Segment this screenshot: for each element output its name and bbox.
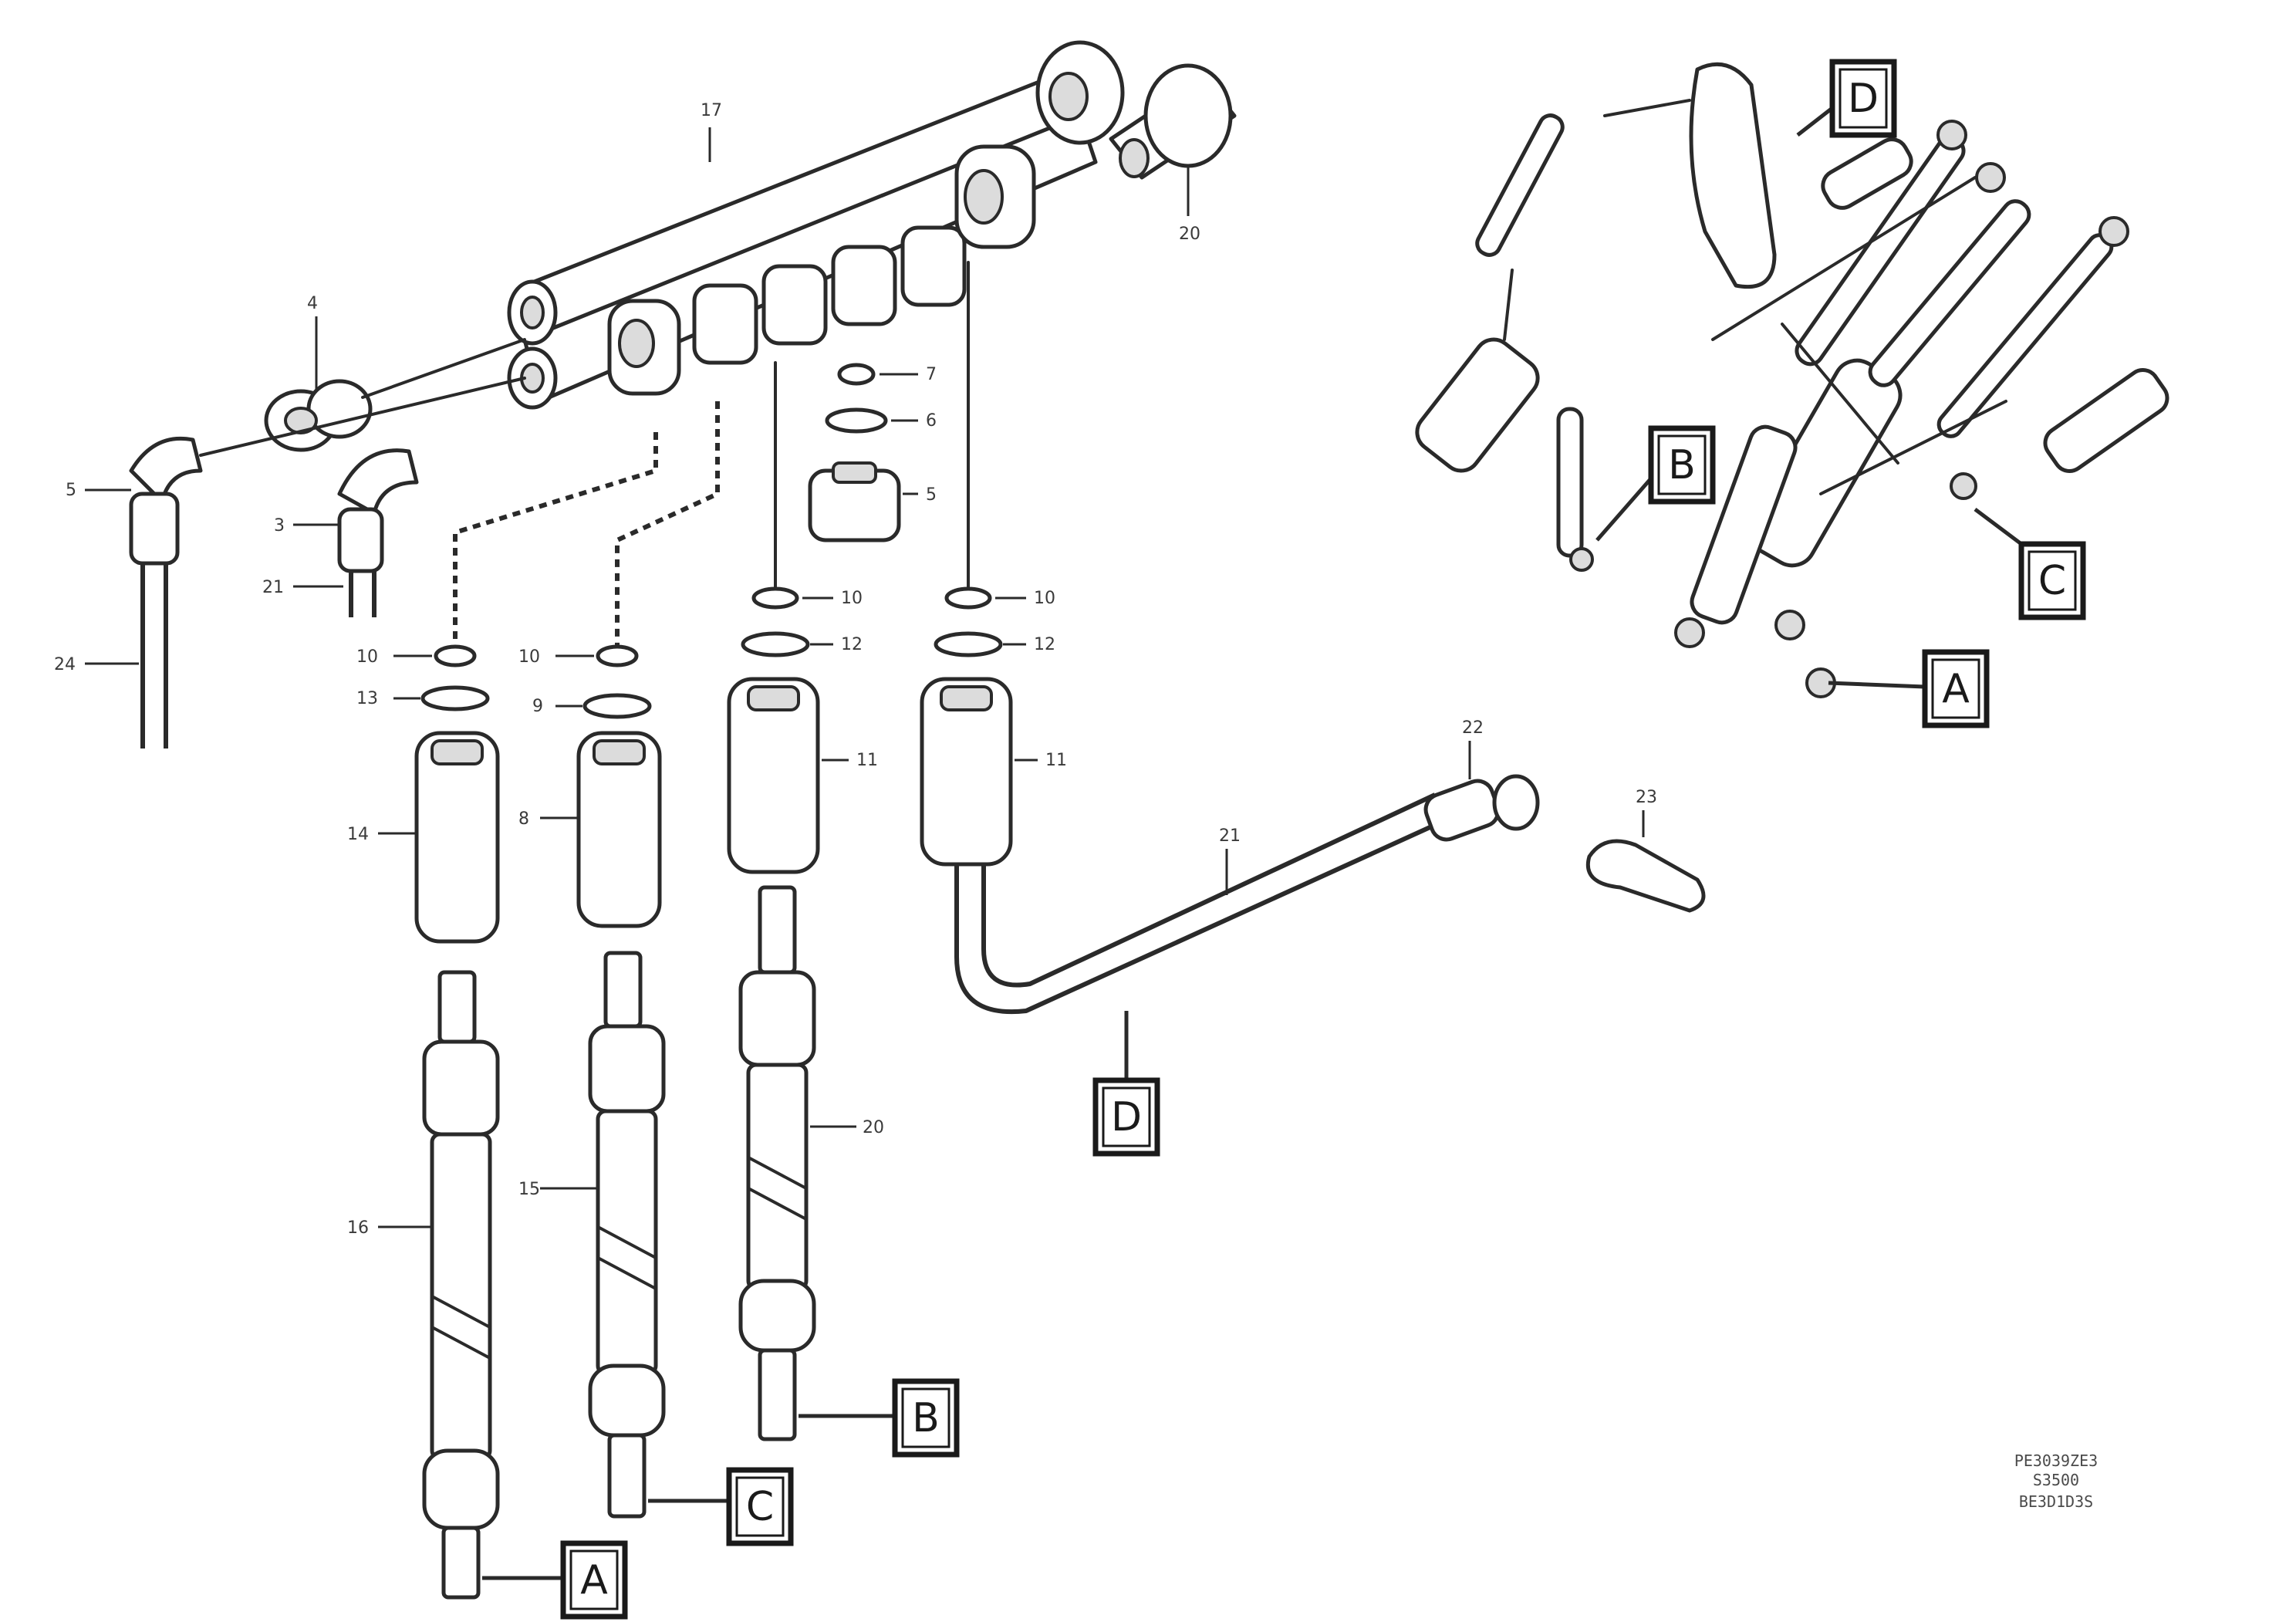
callout-washer-a: 7 <box>926 365 937 384</box>
fuel-rail <box>507 40 1125 410</box>
callout-rail: 17 <box>701 101 722 120</box>
ref-label-c-detail: C <box>2038 558 2066 604</box>
ref-box-d-top: D <box>1829 59 1897 138</box>
ref-label-c-injector: C <box>746 1484 774 1530</box>
nut: 5 <box>808 461 937 542</box>
callout-elbow-b: 3 <box>274 516 285 536</box>
injector-column-4: 10 12 11 <box>920 586 1067 867</box>
ref-label-d-return: D <box>1111 1094 1142 1140</box>
drawing-code-line-1: PE3039ZE3 <box>2014 1451 2098 1470</box>
ref-box-b-injector: B <box>799 1378 960 1458</box>
return-tee-fitting: 22 <box>1423 718 1540 842</box>
ref-box-d-return: D <box>1092 1011 1160 1157</box>
callout-sleeve-1: 14 <box>347 825 369 844</box>
elbow-fitting-left: 5 <box>66 377 526 566</box>
injector-column-1: 10 13 14 16 <box>347 644 500 1600</box>
callout-seal-3b: 12 <box>841 635 863 654</box>
ref-box-b-detail: B <box>1648 425 1716 505</box>
seal-ring: 6 <box>825 407 937 434</box>
callout-seal-2a: 10 <box>518 647 540 667</box>
callout-seal-3a: 10 <box>841 589 863 608</box>
ref-label-a-injector: A <box>580 1557 608 1603</box>
callout-sleeve-2: 8 <box>518 809 529 829</box>
callout-injector-3: 20 <box>863 1118 884 1137</box>
drawing-code: PE3039ZE3 S3500 BE3D1D3S <box>2014 1451 2098 1511</box>
callout-return-tee: 22 <box>1462 718 1484 738</box>
drawing-code-line-3: BE3D1D3S <box>2019 1492 2093 1511</box>
banjo-fitting-upper: 4 <box>264 294 526 452</box>
callout-pipe-upper: 21 <box>262 578 284 597</box>
ref-label-a-detail: A <box>1942 666 1970 712</box>
washer-small: 7 <box>837 363 937 386</box>
callout-sleeve-4: 11 <box>1045 751 1067 770</box>
ref-box-a-injector: A <box>482 1540 628 1620</box>
callout-injector-2: 15 <box>518 1180 540 1199</box>
drawing-code-line-2: S3500 <box>2033 1471 2079 1489</box>
callout-seal-4a: 10 <box>1034 589 1055 608</box>
callout-injector-1: 16 <box>347 1218 369 1238</box>
return-pipe: 21 <box>954 792 1452 1015</box>
injector-column-2: 10 9 8 15 <box>518 644 666 1519</box>
callout-pipe-lower: 24 <box>54 655 76 674</box>
ref-label-d: D <box>1848 76 1879 122</box>
callout-nut: 5 <box>926 485 937 505</box>
callout-seal-1b: 13 <box>356 689 378 708</box>
rail-end-plug <box>1109 63 1237 180</box>
ref-box-a-detail: A <box>1922 649 1990 728</box>
callout-seal-1a: 10 <box>356 647 378 667</box>
callout-rail-plug: 20 <box>1179 225 1200 244</box>
return-clip: 23 <box>1586 788 1706 913</box>
callout-elbow-a: 5 <box>66 481 76 500</box>
feed-pipes: 21 24 <box>54 563 376 748</box>
callout-washer-b: 6 <box>926 411 937 431</box>
callout-sleeve-3: 11 <box>856 751 878 770</box>
callout-fitting-a: 4 <box>307 294 318 313</box>
callout-seal-2b: 9 <box>532 697 543 716</box>
ref-box-c-injector: C <box>648 1467 794 1546</box>
ref-label-b-injector: B <box>912 1395 940 1441</box>
ref-box-c-detail: C <box>2018 541 2086 620</box>
callout-return-pipe: 21 <box>1219 826 1241 846</box>
injector-column-3: 10 12 11 20 <box>727 586 884 1441</box>
ref-label-b-detail: B <box>1668 442 1696 488</box>
callout-seal-4b: 12 <box>1034 635 1055 654</box>
engine-detail-view <box>1415 62 2169 698</box>
callout-return-clip: 23 <box>1636 788 1657 807</box>
elbow-fitting-right: 3 <box>274 448 419 573</box>
